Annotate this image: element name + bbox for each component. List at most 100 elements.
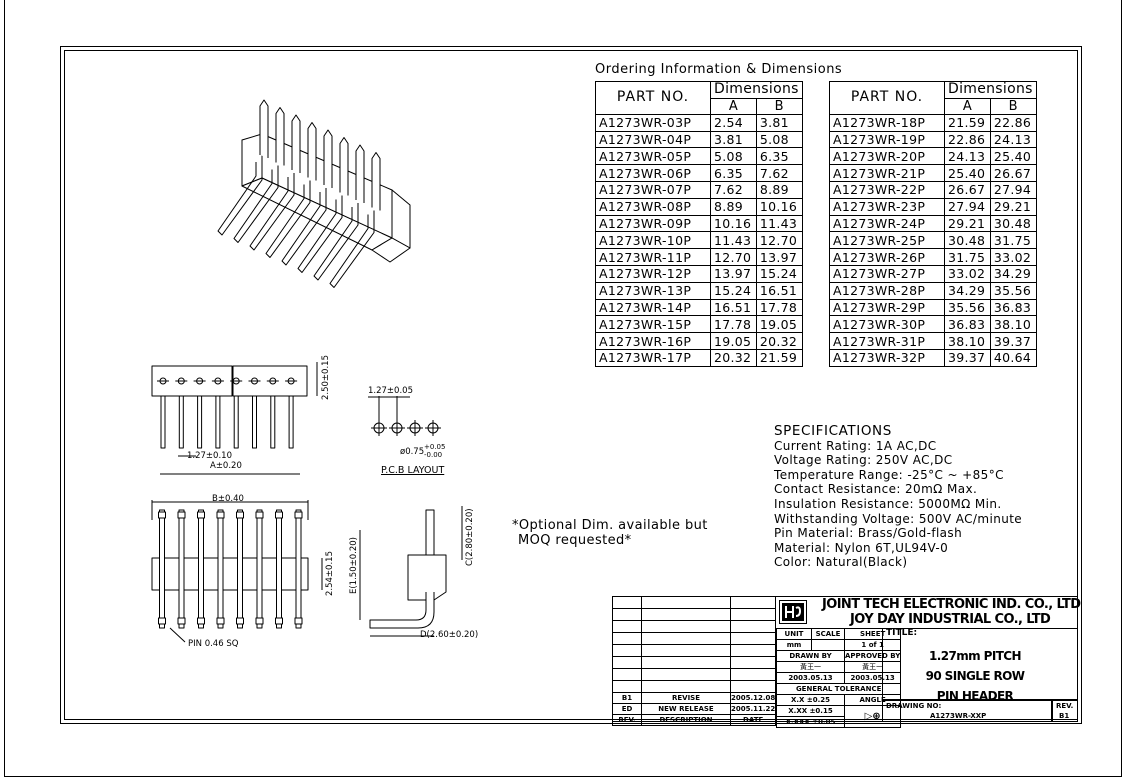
header-col-a: A: [944, 97, 991, 115]
dim-b-cell: 7.62: [755, 164, 803, 182]
top-pin-tip: [294, 617, 303, 625]
dim-e: E(1.50±0.20): [349, 537, 359, 594]
dim-b-cell: 25.40: [989, 147, 1037, 166]
dim-a-cell: 21.59: [944, 113, 991, 132]
dim-pcb-pitch: 1.27±0.05: [368, 386, 413, 396]
dim-b-cell: 3.81: [755, 113, 803, 132]
part-number-cell: A1273WR-11P: [595, 248, 711, 266]
optional-note-line: *Optional Dim. available but: [512, 518, 708, 533]
title-line: PIN HEADER: [936, 689, 1014, 703]
iso-leg: [233, 165, 279, 243]
dim-a-cell: 19.05: [710, 332, 757, 350]
drawing-border-inner: [64, 50, 1078, 720]
iso-leg: [281, 188, 327, 266]
dim-b-cell: 21.59: [755, 348, 803, 367]
dim-a-cell: 20.32: [710, 348, 757, 367]
dim-b-cell: 13.97: [755, 248, 803, 266]
iso-leg: [265, 180, 311, 258]
iso-leg: [217, 158, 263, 236]
optional-note: *Optional Dim. available but MOQ request…: [512, 518, 708, 548]
header-part-no: PART NO.: [595, 81, 711, 115]
top-pin-tip: [255, 511, 264, 519]
header-col-b: B: [755, 97, 803, 115]
dim-b-cell: 40.64: [989, 348, 1037, 367]
dim-pin: PIN 0.46 SQ: [188, 639, 239, 649]
iso-leg: [329, 210, 375, 288]
rev-row-date: 2005.11.22: [729, 703, 777, 715]
part-number-cell: A1273WR-23P: [829, 197, 945, 216]
iso-pin: [307, 122, 317, 181]
top-pin: [217, 509, 224, 629]
header-col-b: B: [989, 97, 1037, 115]
part-number-cell: A1273WR-21P: [829, 164, 945, 182]
iso-pin: [323, 129, 333, 188]
part-number-cell: A1273WR-20P: [829, 147, 945, 166]
dim-b-cell: 31.75: [989, 231, 1037, 250]
dim-a-cell: 2.54: [710, 113, 757, 132]
top-pin-tip: [158, 617, 166, 625]
drawn-by: 黃王一: [776, 661, 845, 673]
specifications-title: SPECIFICATIONS: [774, 423, 892, 439]
spec-line: Current Rating: 1A AC,DC: [774, 438, 937, 453]
spec-line: Withstanding Voltage: 500V AC/minute: [774, 511, 1023, 526]
scale-label: SCALE: [811, 628, 845, 640]
part-number-cell: A1273WR-27P: [829, 264, 945, 283]
front-pin: [197, 395, 203, 449]
dim-a-cell: 39.37: [944, 348, 991, 367]
side-view: [359, 506, 463, 637]
part-number-cell: A1273WR-03P: [595, 113, 711, 132]
dim-b-cell: 36.83: [989, 298, 1037, 317]
top-pin-tip: [197, 617, 205, 625]
top-pin-tip: [236, 617, 244, 625]
dim-b-cell: 34.29: [989, 264, 1037, 283]
part-number-cell: A1273WR-30P: [829, 315, 945, 334]
drawing-border-outer: [60, 46, 1082, 724]
top-pin-tip: [197, 511, 205, 519]
top-pin-tip: [216, 617, 225, 625]
rev-value: B1: [1059, 712, 1070, 720]
rev-row-desc: NEW RELEASE: [641, 703, 731, 715]
dim-b-cell: 30.48: [989, 214, 1037, 233]
top-pin-tip: [216, 511, 225, 519]
unit-value: mm: [776, 639, 812, 651]
dim-a: A±0.20: [210, 461, 242, 471]
spec-line: Contact Resistance: 20mΩ Max.: [774, 482, 978, 497]
top-pin-tip: [255, 617, 264, 625]
top-pin: [159, 509, 165, 629]
iso-pin: [275, 107, 285, 166]
iso-connector-view: [217, 99, 411, 288]
dim-a-cell: 11.43: [710, 231, 757, 250]
spec-line: Voltage Rating: 250V AC,DC: [774, 453, 953, 468]
top-pin: [276, 509, 282, 629]
projection-icon: ▷⊕: [843, 705, 902, 728]
front-pin: [270, 395, 276, 449]
tolerance-3: X.XXX ±0.05: [776, 716, 845, 728]
company-name-1: JOINT TECH ELECTRONIC IND. CO., LTD: [822, 597, 1081, 612]
part-number-cell: A1273WR-18P: [829, 113, 945, 132]
top-pin-tip: [177, 617, 186, 625]
drawn-by-label: DRAWN BY: [776, 650, 845, 662]
header-part-no: PART NO.: [829, 81, 945, 115]
company-names: JOINT TECH ELECTRONIC IND. CO., LTD JOY …: [822, 597, 1081, 627]
top-pin: [178, 509, 185, 629]
dim-hole-tol-lower: -0.00: [424, 451, 443, 459]
spec-line: Insulation Resistance: 5000MΩ Min.: [774, 496, 1002, 511]
spec-line: Pin Material: Brass/Gold-flash: [774, 526, 963, 541]
dim-body: 2.54±0.15: [325, 551, 335, 596]
front-view: [151, 362, 318, 475]
front-pin: [233, 395, 239, 449]
top-pin: [198, 509, 204, 629]
page-border: [4, 0, 1122, 777]
